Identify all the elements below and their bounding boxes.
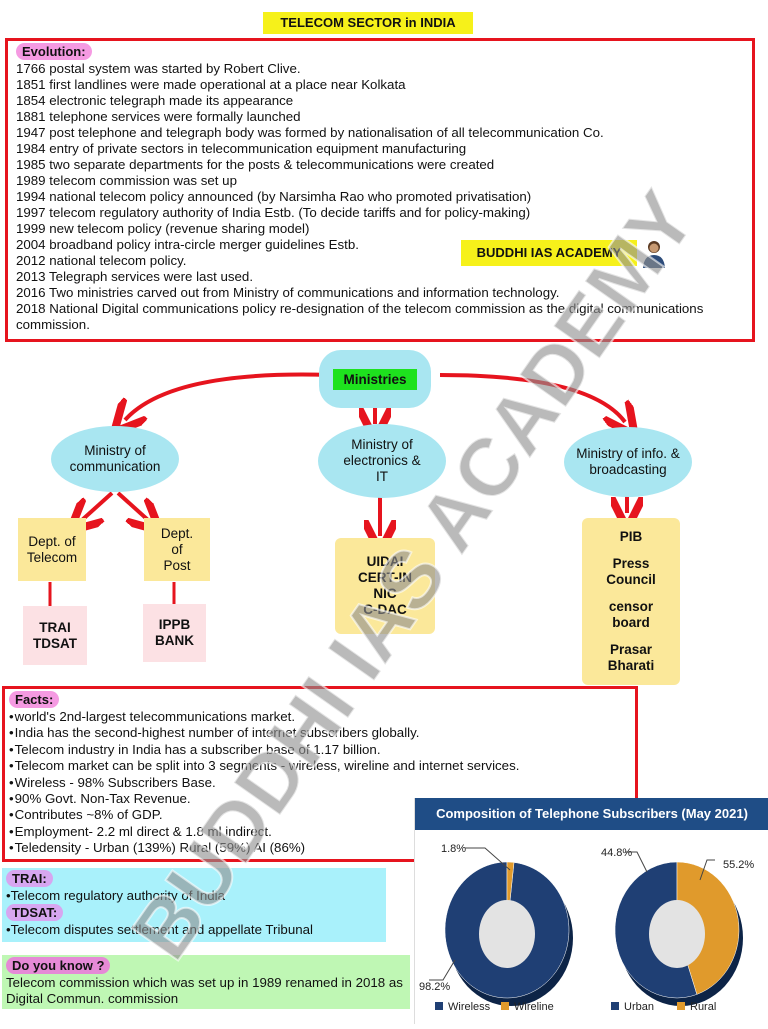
meity-body-2: NIC xyxy=(373,586,397,601)
evolution-item: 1985 two separate departments for the po… xyxy=(16,157,495,172)
meity-body-1: CERT-IN xyxy=(358,570,412,585)
fact-item: Contributes ~8% of GDP. xyxy=(9,807,635,823)
fact-item: Employment- 2.2 ml direct & 1.8 ml indir… xyxy=(9,824,635,840)
ippb-0: IPPB xyxy=(158,617,191,632)
legend-swatch xyxy=(677,1002,685,1010)
ministry-communication: Ministry of communication xyxy=(51,426,179,492)
chart-title: Composition of Telephone Subscribers (Ma… xyxy=(415,798,768,830)
facts-list: world's 2nd-largest telecommunications m… xyxy=(9,709,635,857)
meity-bodies-box: UIDAI CERT-IN NIC C-DAC xyxy=(335,538,435,634)
do-you-know-text: Telecom commission which was set up in 1… xyxy=(6,975,403,1006)
meity-body-0: UIDAI xyxy=(366,554,404,569)
trai-text-row: •Telecom regulatory authority of India xyxy=(6,888,225,903)
legend-swatch xyxy=(501,1002,509,1010)
dept-telecom: Dept. of Telecom xyxy=(18,518,86,581)
arrow-to-info xyxy=(439,373,625,422)
info-body-2: censor board xyxy=(608,599,654,630)
do-you-know-panel: Do you know ? Telecom commission which w… xyxy=(2,955,410,1009)
pie-data-label: 44.8% xyxy=(601,847,632,859)
do-you-know-label: Do you know ? xyxy=(6,957,111,974)
fact-item: 90% Govt. Non-Tax Revenue. xyxy=(9,791,635,807)
leader-line xyxy=(625,851,648,873)
facts-label: Facts: xyxy=(9,691,60,708)
pie-hole xyxy=(649,900,705,968)
evolution-item: 1994 national telecom policy announced (… xyxy=(16,189,532,204)
trai-tdsat-0: TRAI xyxy=(39,619,71,635)
info-bodies-box: PIB Press Council censor board Prasar Bh… xyxy=(582,518,680,685)
ministries-root-label: Ministries xyxy=(333,368,417,390)
legend-swatch xyxy=(611,1002,619,1010)
trai-label: TRAI: xyxy=(6,870,53,887)
subscribers-chart: Composition of Telephone Subscribers (Ma… xyxy=(414,798,768,1024)
evolution-item: 2016 Two ministries carved out from Mini… xyxy=(16,285,560,300)
pie-data-label: 98.2% xyxy=(419,981,450,993)
leader-line xyxy=(699,859,715,881)
legend-swatch xyxy=(435,1002,443,1010)
chart-svg: 98.2% 1.8% Wireless Wireline 55.2% 44.8% Urban… xyxy=(419,843,754,1013)
evolution-item: 1947 post telephone and telegraph body w… xyxy=(16,125,604,140)
ippb-box: IPPB BANK xyxy=(143,604,206,662)
legend-label: Wireless xyxy=(448,1001,491,1013)
ippb-1: BANK xyxy=(155,633,194,648)
fact-item: world's 2nd-largest telecommunications m… xyxy=(9,709,635,725)
arrow-to-dept-post xyxy=(116,491,148,520)
legend-label: Wireline xyxy=(514,1001,554,1013)
evolution-item: 1851 first landlines were made operation… xyxy=(16,77,406,92)
evolution-item: 1997 telecom regulatory authority of Ind… xyxy=(16,205,531,220)
evolution-item: 1999 new telecom policy (revenue sharing… xyxy=(16,221,310,236)
academy-badge: BUDDHI IAS ACADEMY xyxy=(461,240,637,266)
evolution-item: 2004 broadband policy intra-circle merge… xyxy=(16,237,359,252)
trai-text: Telecom regulatory authority of India xyxy=(10,888,225,903)
pie-hole xyxy=(479,900,535,968)
leader-line xyxy=(465,847,511,871)
arrow-to-communication xyxy=(125,372,331,420)
ministry-info-broadcasting: Ministry of info. & broadcasting xyxy=(564,427,692,497)
pie-data-label: 1.8% xyxy=(441,843,466,855)
facts-panel: Facts: world's 2nd-largest telecommunica… xyxy=(2,686,638,862)
arrow-to-dept-telecom xyxy=(82,491,114,520)
fact-item: Telecom market can be split into 3 segme… xyxy=(9,758,635,774)
leader-line xyxy=(429,959,456,981)
page-title: TELECOM SECTOR in INDIA xyxy=(263,12,473,34)
evolution-label: Evolution: xyxy=(16,43,92,60)
fact-item: Teledensity - Urban (139%) Rural (59%) A… xyxy=(9,840,635,856)
tdsat-text-row: •Telecom disputes settlement and appella… xyxy=(6,922,313,937)
academy-badge-text: BUDDHI IAS ACADEMY xyxy=(476,245,622,260)
trai-tdsat-panel: TRAI: •Telecom regulatory authority of I… xyxy=(2,868,386,942)
fact-item: India has the second-highest number of i… xyxy=(9,725,635,741)
trai-tdsat-1: TDSAT xyxy=(33,635,77,651)
fact-item: Wireless - 98% Subscribers Base. xyxy=(9,775,635,791)
tdsat-label: TDSAT: xyxy=(6,904,64,921)
info-body-0: PIB xyxy=(619,529,643,544)
legend-label: Urban xyxy=(624,1001,654,1013)
evolution-item: 1854 electronic telegraph made its appea… xyxy=(16,93,294,108)
evolution-item: 1881 telephone services were formally la… xyxy=(16,109,301,124)
evolution-item: 2013 Telegraph services were last used. xyxy=(16,269,254,284)
evolution-item: 1766 postal system was started by Robert… xyxy=(16,61,301,76)
evolution-panel: Evolution: 1766 postal system was starte… xyxy=(5,38,755,342)
evolution-item: 1989 telecom commission was set up xyxy=(16,173,237,188)
trai-tdsat-box: TRAI TDSAT xyxy=(23,606,87,665)
ministry-electronics: Ministry of electronics & IT xyxy=(318,424,446,498)
dept-post: Dept. of Post xyxy=(144,518,210,581)
evolution-item: 1984 entry of private sectors in telecom… xyxy=(16,141,467,156)
fact-item: Telecom industry in India has a subscrib… xyxy=(9,742,635,758)
evolution-item: 2018 National Digital communications pol… xyxy=(16,301,704,332)
evolution-item: 2012 national telecom policy. xyxy=(16,253,187,268)
pie-data-label: 55.2% xyxy=(723,859,754,871)
legend-label: Rural xyxy=(690,1001,716,1013)
info-body-3: Prasar Bharati xyxy=(607,642,655,673)
evolution-list: 1766 postal system was started by Robert… xyxy=(16,61,752,333)
ministries-root: Ministries xyxy=(319,350,431,408)
avatar xyxy=(640,238,668,268)
tdsat-text: Telecom disputes settlement and appellat… xyxy=(10,922,313,937)
info-body-1: Press Council xyxy=(606,556,656,587)
meity-body-3: C-DAC xyxy=(363,602,407,617)
